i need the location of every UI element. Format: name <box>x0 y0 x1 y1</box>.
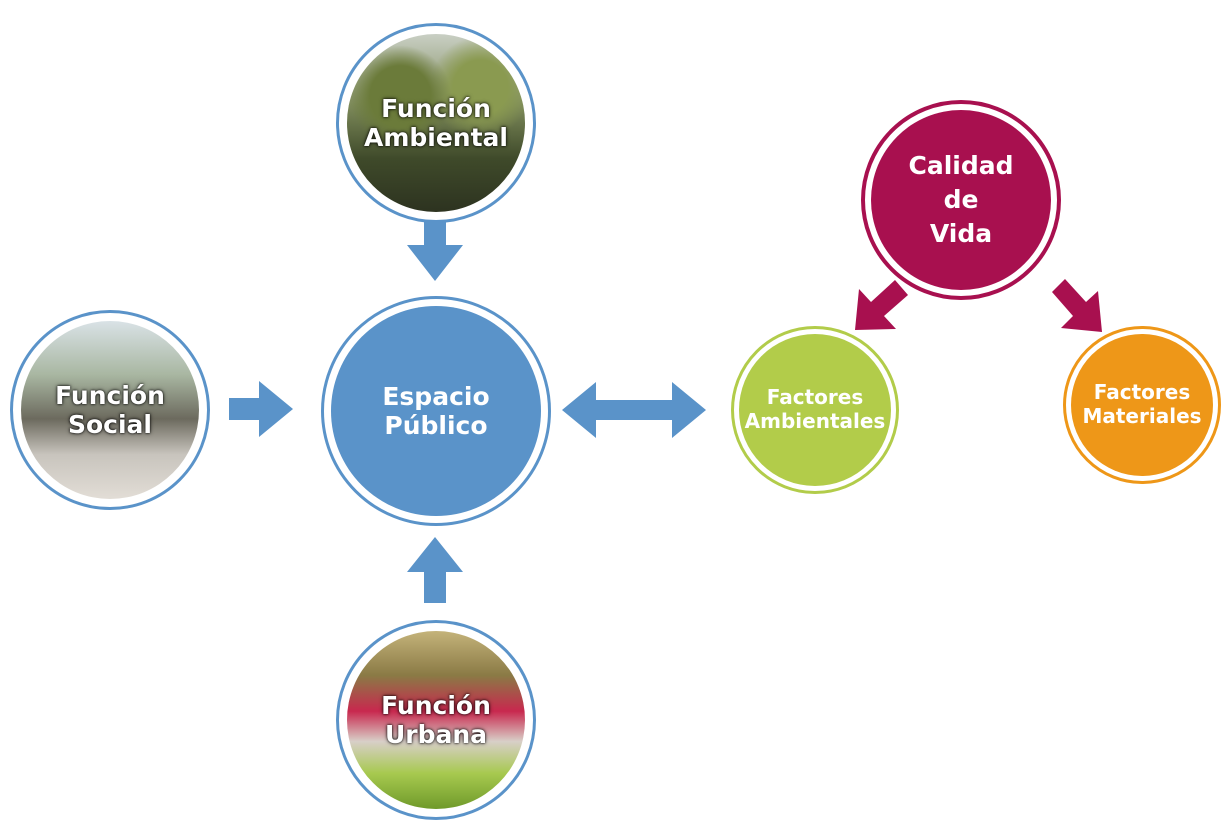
calidad-de-vida-line3: Vida <box>929 218 993 248</box>
funcion-urbana-label: Función Urbana <box>381 691 491 750</box>
calidad-de-vida-fill <box>871 110 1051 290</box>
node-funcion-social: Función Social <box>10 310 210 510</box>
funcion-urbana-line1: Función <box>381 690 491 720</box>
arrow-urbana-to-espacio <box>407 537 463 603</box>
factores-ambientales-fill <box>739 334 891 486</box>
funcion-ambiental-line1: Función <box>381 93 491 123</box>
arrow-social-to-espacio <box>229 381 293 437</box>
funcion-social-label: Función Social <box>55 381 165 440</box>
calidad-de-vida-line1: Calidad <box>908 151 1014 181</box>
factores-materiales-label: Factores Materiales <box>1082 381 1201 428</box>
factores-ambientales-label: Factores Ambientales <box>745 386 886 433</box>
calidad-de-vida-line2: de <box>943 185 979 215</box>
espacio-publico-label: Espacio Público <box>382 382 489 441</box>
arrow-calidad-to-ambientales <box>855 280 908 330</box>
factores-materiales-line2: Materiales <box>1082 404 1202 428</box>
calidad-de-vida-label: Calidad de Vida <box>908 149 1013 250</box>
arrow-ambiental-to-espacio <box>407 214 463 281</box>
park-trees-photo <box>347 34 525 212</box>
funcion-ambiental-line2: Ambiental <box>363 123 508 152</box>
node-calidad-de-vida: Calidad de Vida <box>861 100 1061 300</box>
arrow-calidad-to-materiales <box>1052 279 1102 332</box>
node-factores-materiales: Factores Materiales <box>1063 326 1221 484</box>
node-espacio-publico: Espacio Público <box>321 296 551 526</box>
funcion-ambiental-label: Función Ambiental <box>364 94 508 153</box>
pedestrians-photo <box>21 321 199 499</box>
funcion-urbana-line2: Urbana <box>384 720 488 749</box>
node-funcion-ambiental: Función Ambiental <box>336 23 536 223</box>
factores-materiales-line1: Factores <box>1093 380 1191 405</box>
buses-street-photo <box>347 631 525 809</box>
funcion-social-line2: Social <box>67 410 152 439</box>
node-factores-ambientales: Factores Ambientales <box>731 326 899 494</box>
espacio-publico-line2: Público <box>384 411 488 440</box>
funcion-social-line1: Función <box>55 380 165 410</box>
factores-ambientales-line2: Ambientales <box>744 409 886 433</box>
factores-materiales-fill <box>1071 334 1213 476</box>
factores-ambientales-line1: Factores <box>766 385 864 410</box>
espacio-publico-fill <box>331 306 541 516</box>
node-funcion-urbana: Función Urbana <box>336 620 536 820</box>
espacio-publico-line1: Espacio <box>382 381 490 411</box>
arrow-espacio-ambientales-bidirectional <box>562 382 706 438</box>
